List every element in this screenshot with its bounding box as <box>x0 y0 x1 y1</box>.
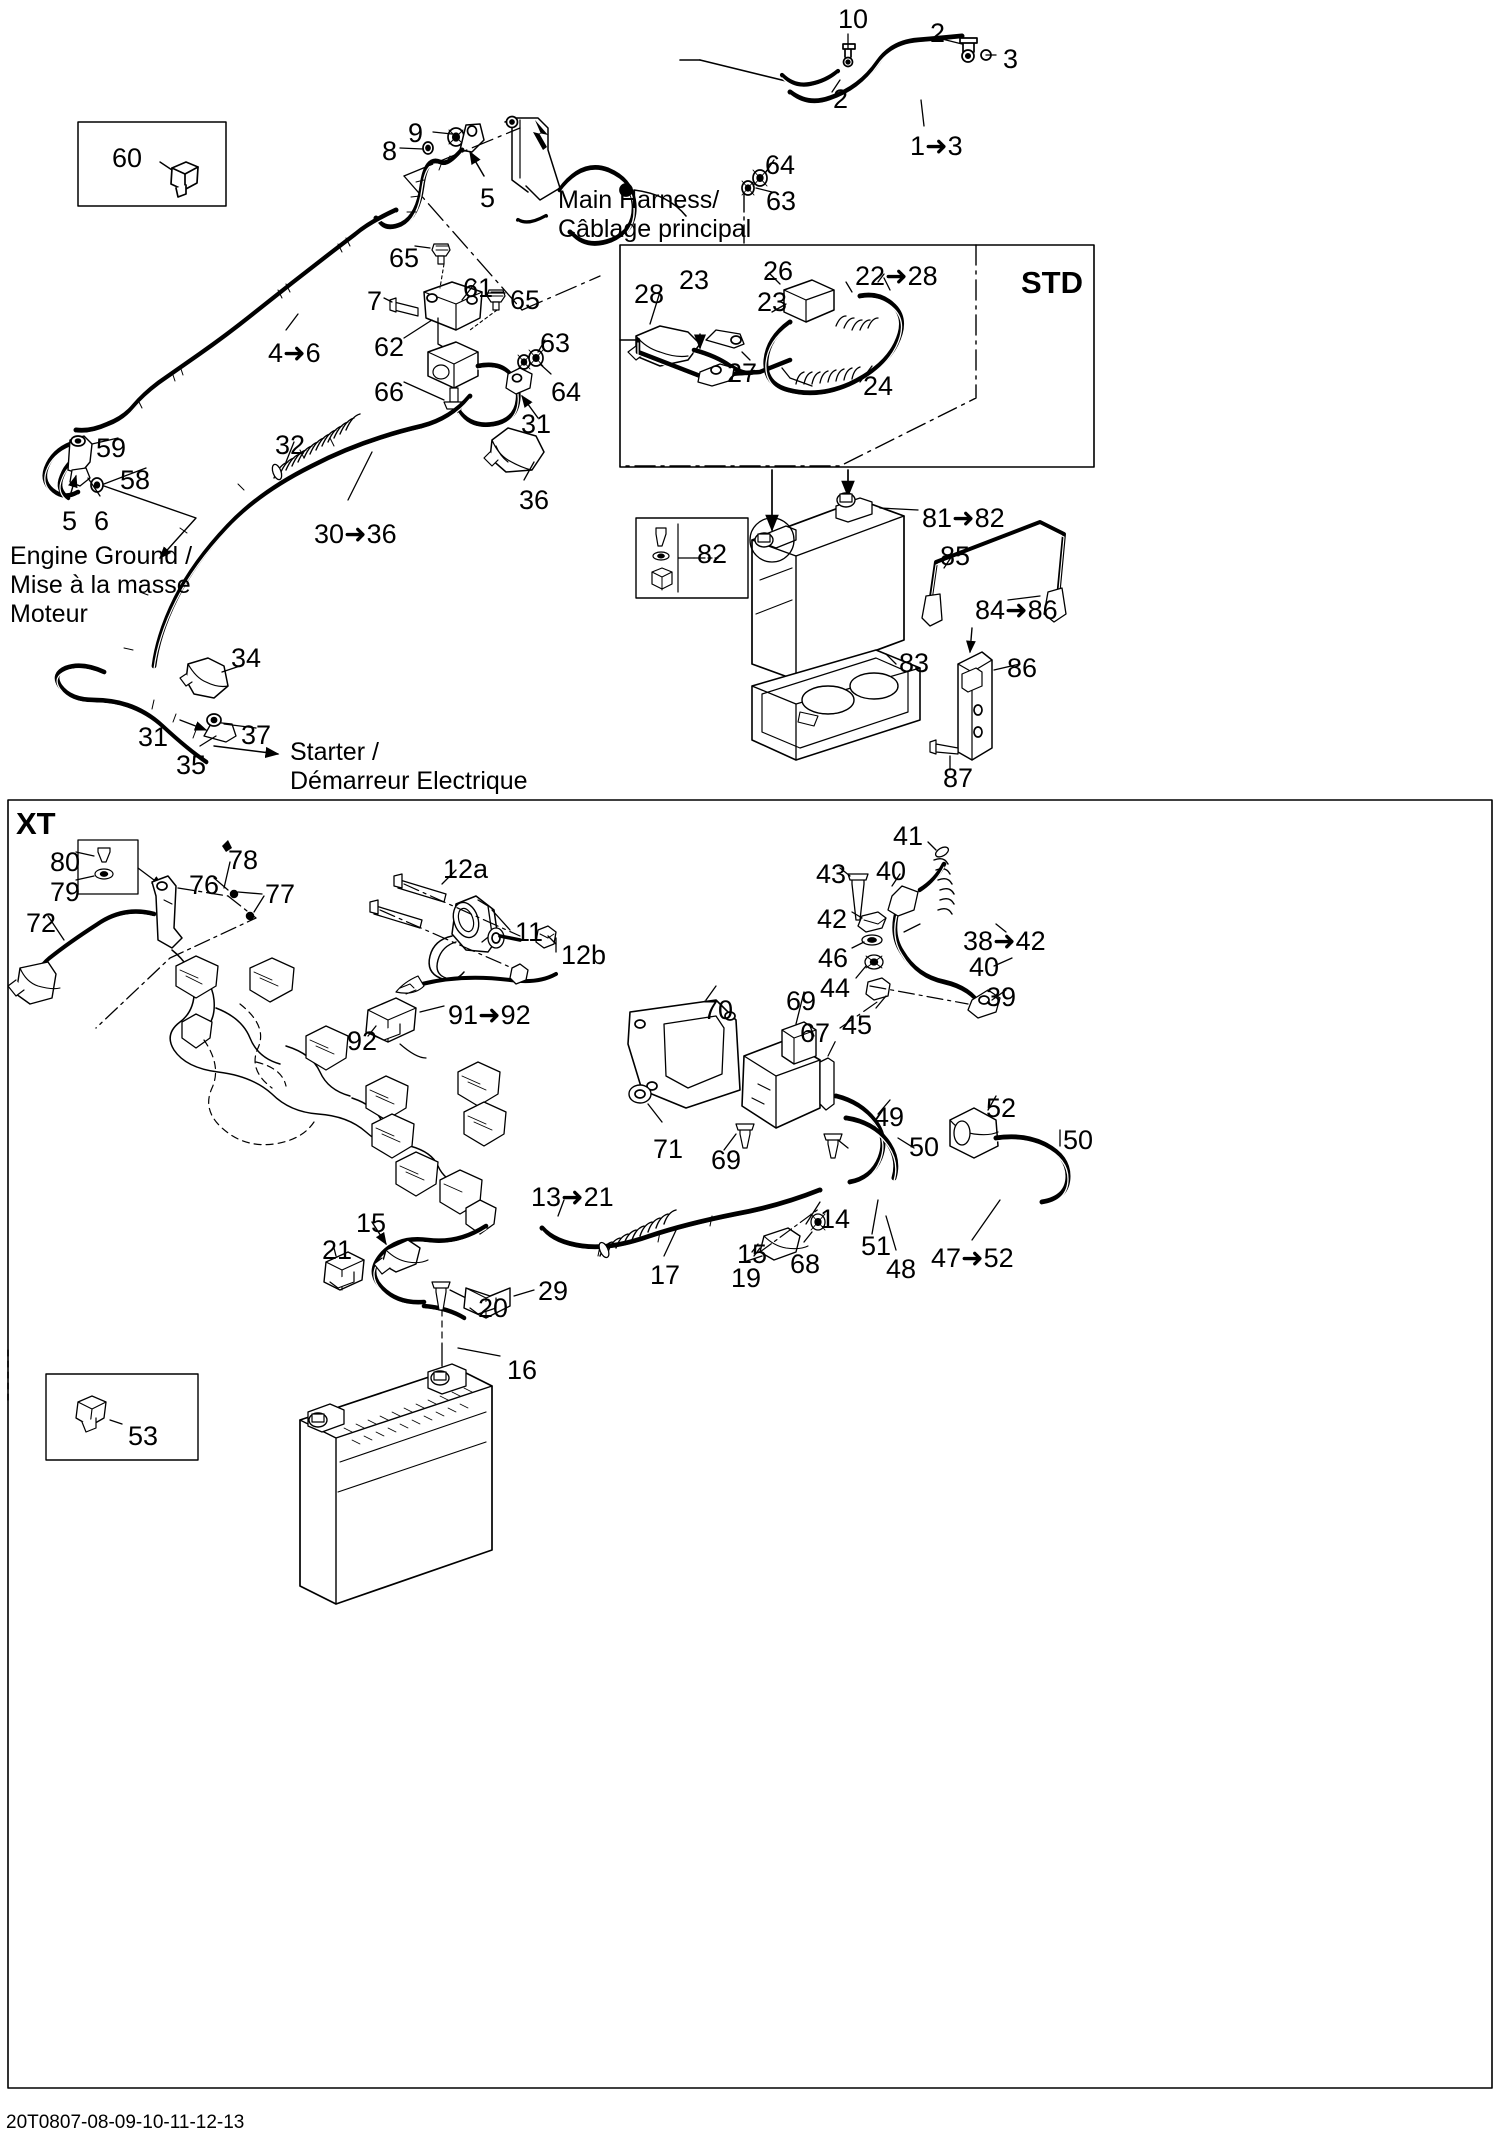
callout-c42: 42 <box>817 904 848 934</box>
callout-c41: 41 <box>893 821 924 851</box>
callout-c68: 68 <box>790 1249 821 1279</box>
callout-c26: 26 <box>763 256 794 286</box>
callout-c11: 11 <box>515 917 544 947</box>
callout-c53: 53 <box>128 1421 159 1451</box>
callout-c69a: 69 <box>786 986 817 1016</box>
callout-c3: 3 <box>1003 44 1019 74</box>
callout-c51: 51 <box>861 1231 892 1261</box>
callout-c52a: 52 <box>986 1093 1017 1123</box>
callout-c7: 7 <box>367 286 383 316</box>
callout-c46: 46 <box>818 943 849 973</box>
callout-c45: 45 <box>842 1010 873 1040</box>
annotation-main-harness: Main Harness/ Câblage principal <box>558 186 752 243</box>
callout-c77: 77 <box>265 879 296 909</box>
callout-c39: 39 <box>986 982 1017 1012</box>
callout-c16: 16 <box>507 1355 538 1385</box>
callout-c6: 6 <box>94 506 110 536</box>
callout-c10: 10 <box>838 4 869 34</box>
callout-c86: 86 <box>1007 653 1038 683</box>
callout-c14: 14 <box>820 1204 851 1234</box>
callout-c9: 9 <box>408 118 424 148</box>
callout-c63a: 63 <box>766 186 797 216</box>
callout-c50a: 50 <box>909 1132 940 1162</box>
callout-c63b: 63 <box>540 328 571 358</box>
callout-c91_92: 91➜92 <box>448 1000 531 1030</box>
callout-c38_42: 38➜42 <box>963 926 1046 956</box>
callout-c87: 87 <box>943 763 974 793</box>
callout-c65a: 65 <box>389 243 420 273</box>
callout-c36: 36 <box>519 485 550 515</box>
callout-c61: 61 <box>463 273 494 303</box>
annotation-engine-ground: Engine Ground / Mise à la masse Moteur <box>10 542 193 628</box>
callout-c31a: 31 <box>521 409 552 439</box>
callout-c76: 76 <box>189 870 220 900</box>
callout-c40a: 40 <box>876 856 907 886</box>
callout-c79: 79 <box>50 877 81 907</box>
callout-c66: 66 <box>374 377 405 407</box>
callout-c27: 27 <box>727 358 758 388</box>
callout-c28: 28 <box>634 279 665 309</box>
callout-c35: 35 <box>176 750 207 780</box>
callout-c64b: 64 <box>551 377 582 407</box>
callout-c81_82: 81➜82 <box>922 503 1005 533</box>
annotation-starter: Starter / Démarreur Electrique <box>290 738 528 795</box>
callout-c60: 60 <box>112 143 143 173</box>
callout-c20: 20 <box>478 1293 509 1323</box>
callout-c78: 78 <box>228 845 259 875</box>
callout-xt: XT <box>16 806 56 841</box>
callout-c32: 32 <box>275 430 306 460</box>
callout-c12a: 12a <box>443 854 489 884</box>
callout-c12b: 12b <box>561 940 607 970</box>
callout-c4_6: 4➜6 <box>268 338 321 368</box>
callout-c82: 82 <box>697 539 728 569</box>
callout-c13_21: 13➜21 <box>531 1182 614 1212</box>
callout-c48: 48 <box>886 1254 917 1284</box>
callout-c5a: 5 <box>480 183 496 213</box>
callout-c47_52: 47➜52 <box>931 1243 1014 1273</box>
callout-c70: 70 <box>703 995 734 1025</box>
callout-c30_36: 30➜36 <box>314 519 397 549</box>
callout-c92: 92 <box>347 1026 378 1056</box>
callout-c2b: 2 <box>833 84 849 114</box>
callout-c24: 24 <box>863 371 894 401</box>
callout-c37: 37 <box>241 720 272 750</box>
callout-c71: 71 <box>653 1134 684 1164</box>
callout-c69b: 69 <box>711 1145 742 1175</box>
callout-c44: 44 <box>820 973 851 1003</box>
callout-c64a: 64 <box>765 150 796 180</box>
callout-c72: 72 <box>26 908 57 938</box>
callout-c83: 83 <box>899 648 930 678</box>
callout-c58: 58 <box>120 465 151 495</box>
callout-c49: 49 <box>874 1102 905 1132</box>
document-footer-code: 20T0807-08-09-10-11-12-13 <box>6 2112 245 2133</box>
callout-c1_3: 1➜3 <box>910 131 963 161</box>
callout-c84_86: 84➜86 <box>975 595 1058 625</box>
callout-c22_28: 22➜28 <box>855 261 938 291</box>
callout-c67: 67 <box>800 1018 831 1048</box>
callout-c62: 62 <box>374 332 405 362</box>
callout-cstd: STD <box>1021 265 1083 300</box>
callout-c21: 21 <box>322 1235 353 1265</box>
callout-c80: 80 <box>50 847 81 877</box>
callout-c5b: 5 <box>62 506 78 536</box>
callout-c43: 43 <box>816 859 847 889</box>
callout-c23a: 23 <box>679 265 710 295</box>
callout-c17: 17 <box>650 1260 681 1290</box>
callout-c29: 29 <box>538 1276 569 1306</box>
callout-c85: 85 <box>940 541 971 571</box>
callout-c59: 59 <box>96 433 127 463</box>
callout-c15b: 15 <box>737 1239 768 1269</box>
callout-c19: 19 <box>731 1263 762 1293</box>
callout-c65b: 65 <box>510 285 541 315</box>
callout-c2a: 2 <box>930 18 946 48</box>
callout-c50b: 50 <box>1063 1125 1094 1155</box>
callout-c31b: 31 <box>138 722 169 752</box>
callout-c8: 8 <box>382 136 398 166</box>
callout-c34: 34 <box>231 643 262 673</box>
callout-c15a: 15 <box>356 1208 387 1238</box>
callout-c40b: 40 <box>969 952 1000 982</box>
callout-c23b: 23 <box>757 287 788 317</box>
